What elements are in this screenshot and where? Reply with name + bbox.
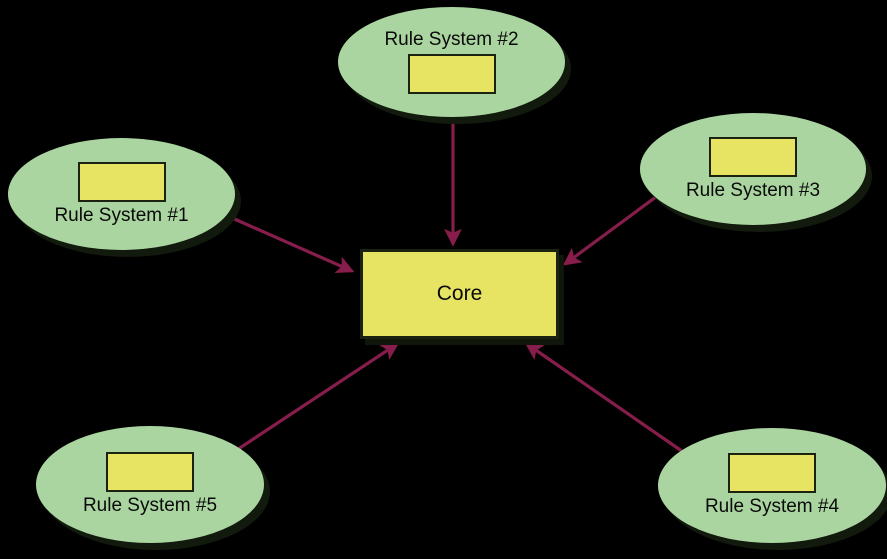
rule-system-3-box bbox=[709, 136, 797, 177]
rule-system-3-label: Rule System #3 bbox=[685, 179, 821, 201]
rule-system-1-label: Rule System #1 bbox=[54, 204, 189, 226]
rule-system-1-ellipse: Rule System #1 bbox=[8, 138, 235, 250]
rule-system-2-box bbox=[407, 54, 496, 95]
rule-system-2-label: Rule System #2 bbox=[384, 28, 519, 50]
core-label: Core bbox=[436, 282, 483, 305]
rule-system-4-ellipse: Rule System #4 bbox=[658, 428, 886, 543]
rule-system-4-box bbox=[728, 453, 816, 494]
rule-system-3-ellipse: Rule System #3 bbox=[640, 113, 866, 225]
rule-system-4-label: Rule System #4 bbox=[704, 496, 840, 518]
rule-system-1-box bbox=[77, 161, 166, 202]
rule-system-5-label: Rule System #5 bbox=[82, 495, 218, 517]
rule-system-5-ellipse: Rule System #5 bbox=[36, 426, 264, 543]
rule-system-5-box bbox=[106, 452, 194, 493]
arrow-core-rule-system-4 bbox=[524, 342, 705, 467]
rule-system-2-ellipse: Rule System #2 bbox=[338, 7, 565, 117]
core-box: Core bbox=[360, 249, 559, 339]
